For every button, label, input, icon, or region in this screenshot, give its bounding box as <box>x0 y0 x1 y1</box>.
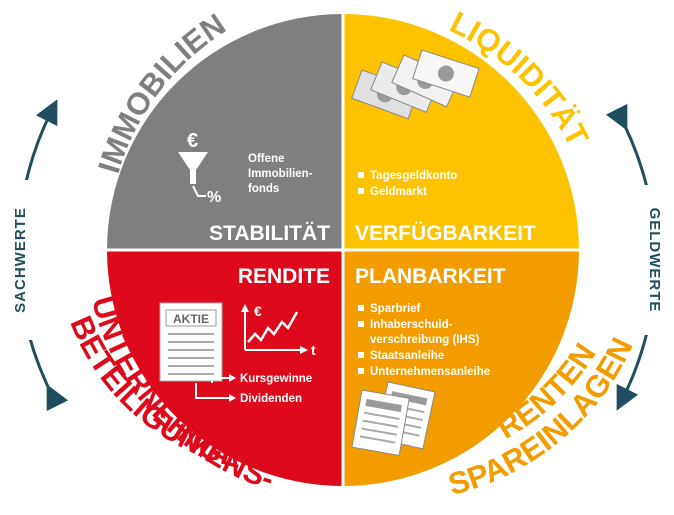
item-unternehmensanleihe: Unternehmensanleihe <box>370 366 490 378</box>
stock-certificate-icon: AKTIE <box>159 302 223 382</box>
svg-text:€: € <box>187 130 198 152</box>
item-verschreibung: verschreibung (IHS) <box>370 334 479 346</box>
bullet <box>358 188 364 194</box>
item-geldmarkt: Geldmarkt <box>370 186 427 198</box>
euro-banknotes-icon <box>351 49 480 120</box>
item-fonds: fonds <box>248 183 279 195</box>
item-inhaberschuld: Inhaberschuld- <box>370 319 453 331</box>
svg-text:t: t <box>311 342 316 358</box>
bullet <box>358 305 364 311</box>
stock-chart-icon: € t <box>241 303 316 358</box>
item-tagesgeldkonto: Tagesgeldkonto <box>370 170 457 182</box>
quadrant-immobilien <box>107 14 343 250</box>
side-label-sachwerte: SACHWERTE <box>12 207 29 313</box>
item-staatsanleihe: Staatsanleihe <box>370 350 444 362</box>
svg-text:€: € <box>254 303 262 319</box>
bullet <box>358 352 364 358</box>
item-offene: Offene <box>248 153 284 165</box>
item-sparbrief: Sparbrief <box>370 303 421 315</box>
svg-text:%: % <box>207 189 221 206</box>
documents-icon <box>351 381 436 457</box>
bullet <box>358 368 364 374</box>
side-label-geldwerte: GELDWERTE <box>646 208 663 313</box>
svg-text:AKTIE: AKTIE <box>173 312 209 326</box>
quadrant-liquiditaet <box>343 14 579 250</box>
item-kursgewinne: Kursgewinne <box>240 373 312 385</box>
arrow-kursgewinne <box>211 377 232 383</box>
bullet <box>358 172 364 178</box>
title-verfuegbarkeit: VERFÜGBARKEIT <box>355 222 536 245</box>
title-stabilitaet: STABILITÄT <box>209 222 330 245</box>
title-rendite: RENDITE <box>238 265 330 288</box>
item-dividenden: Dividenden <box>240 393 302 405</box>
item-immobilien: Immobilien- <box>248 168 313 180</box>
bullet <box>358 321 364 327</box>
title-planbarkeit: PLANBARKEIT <box>355 265 506 288</box>
arrow-dividenden <box>195 383 232 399</box>
euro-funnel-percent-icon: € % <box>178 130 221 206</box>
